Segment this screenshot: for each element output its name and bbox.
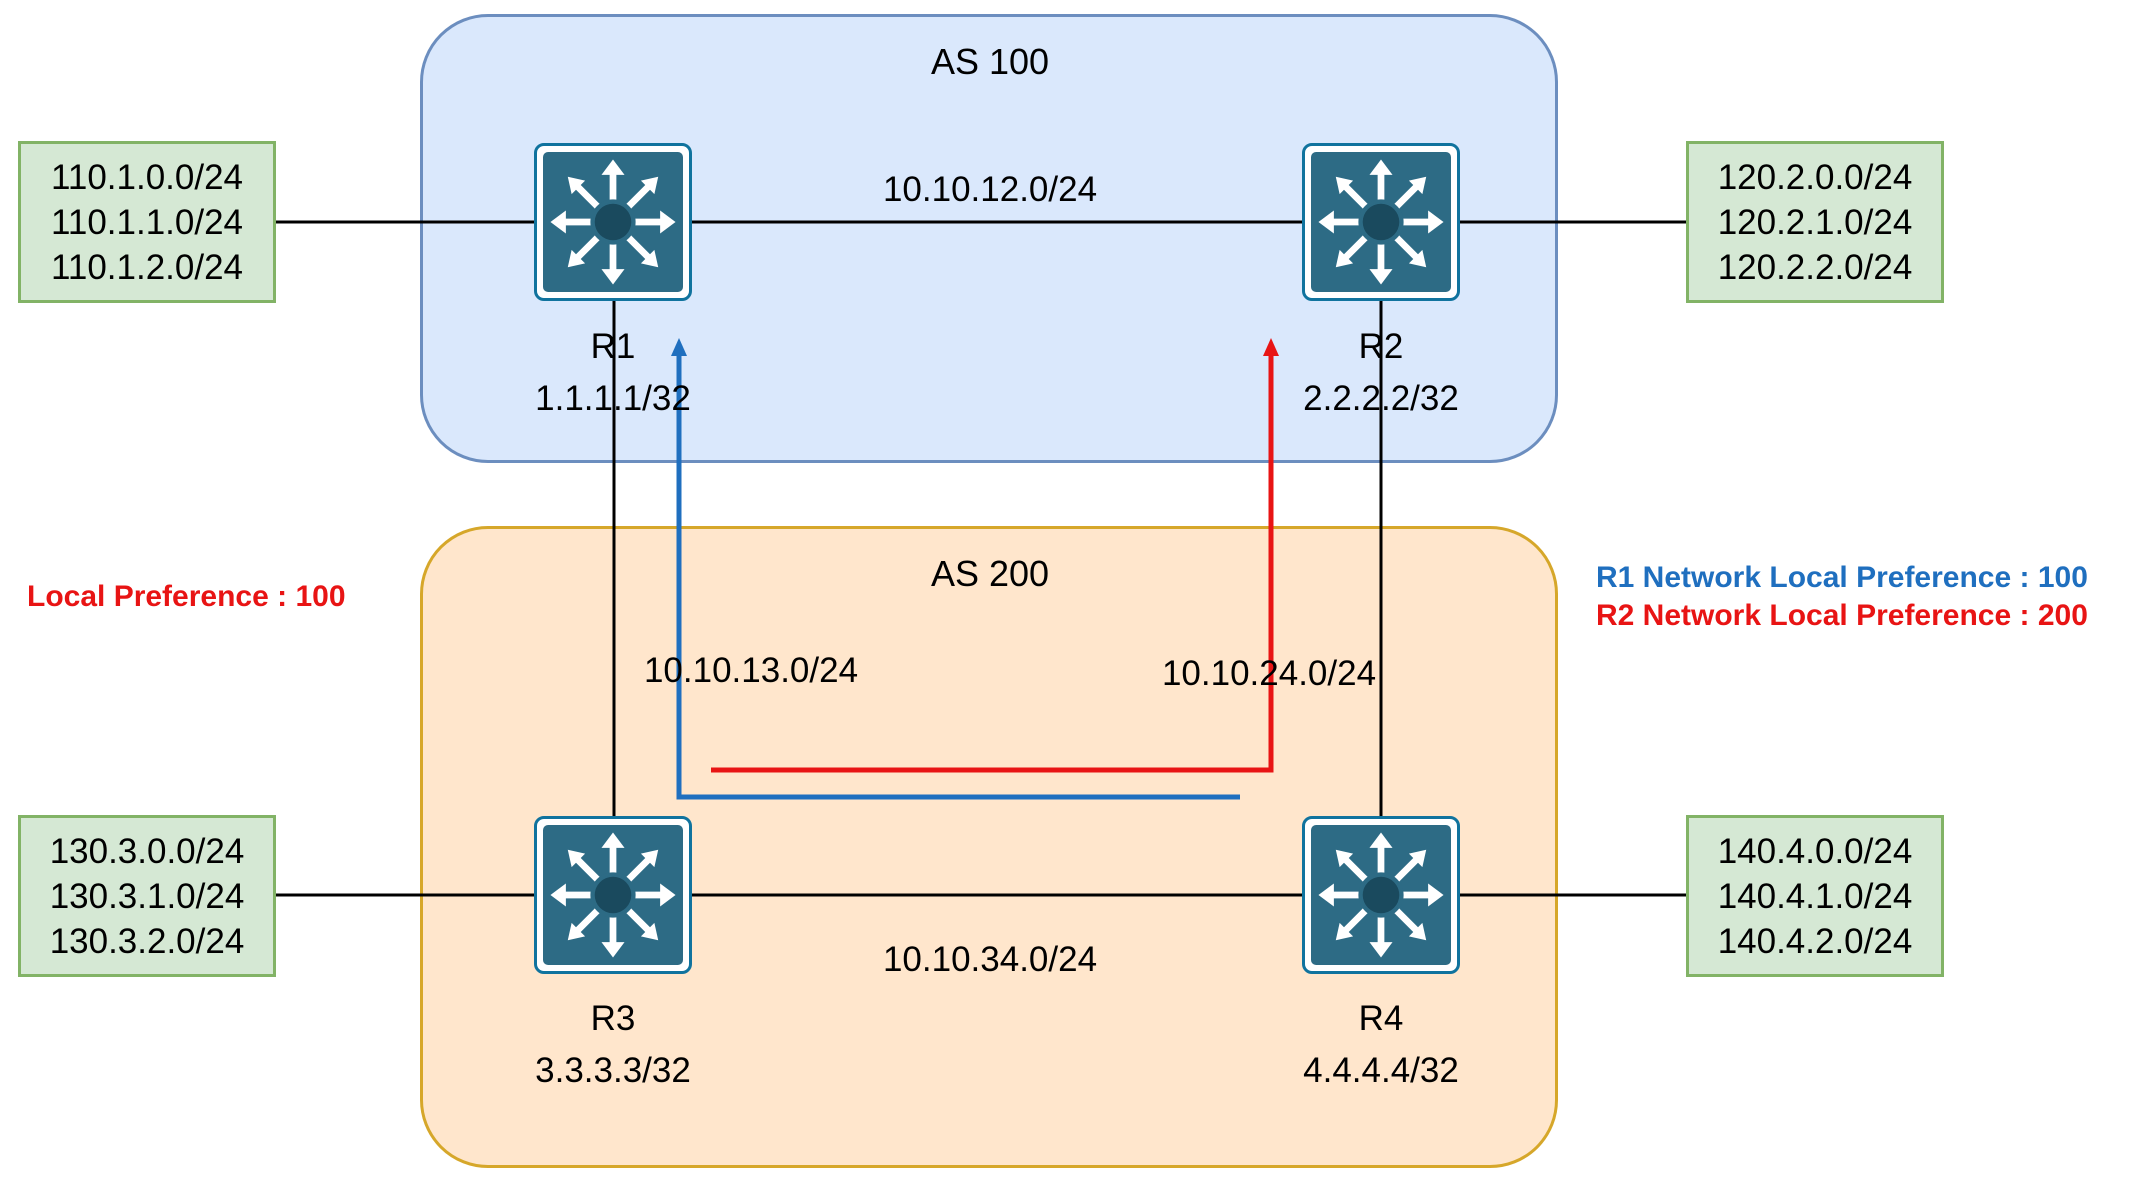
router-icon bbox=[1318, 832, 1444, 958]
link-label-r2-r4: 10.10.24.0/24 bbox=[1161, 654, 1377, 693]
network-prefix: 110.1.0.0/24 bbox=[50, 157, 244, 197]
r2-loopback: 2.2.2.2/32 bbox=[1303, 379, 1459, 418]
red-path-arrow bbox=[711, 354, 1274, 773]
router-r4-icon[interactable] bbox=[1302, 816, 1460, 974]
r3-name: R3 bbox=[590, 999, 636, 1038]
link-label-r3-r4: 10.10.34.0/24 bbox=[882, 940, 1098, 979]
link-label-r1-r2: 10.10.12.0/24 bbox=[882, 170, 1098, 209]
network-prefix: 130.3.0.0/24 bbox=[49, 831, 245, 871]
blue-path-arrow bbox=[676, 354, 1240, 800]
r4-name: R4 bbox=[1358, 999, 1404, 1038]
network-prefix: 130.3.2.0/24 bbox=[49, 921, 245, 961]
red-arrowhead bbox=[1263, 338, 1279, 356]
router-icon bbox=[550, 832, 676, 958]
router-r2-icon[interactable] bbox=[1302, 143, 1460, 301]
network-prefix: 140.4.1.0/24 bbox=[1717, 876, 1913, 916]
note-r2-local-preference: R2 Network Local Preference : 200 bbox=[1596, 599, 2088, 632]
network-prefix: 130.3.1.0/24 bbox=[49, 876, 245, 916]
network-box-r3: 130.3.0.0/24 130.3.1.0/24 130.3.2.0/24 bbox=[18, 815, 276, 977]
network-prefix: 140.4.2.0/24 bbox=[1717, 921, 1913, 961]
note-local-preference: Local Preference : 100 bbox=[27, 580, 346, 613]
network-prefix: 120.2.1.0/24 bbox=[1717, 202, 1913, 242]
blue-arrowhead bbox=[671, 338, 687, 356]
network-prefix: 120.2.2.0/24 bbox=[1717, 247, 1913, 287]
r3-loopback: 3.3.3.3/32 bbox=[535, 1051, 691, 1090]
network-box-r4: 140.4.0.0/24 140.4.1.0/24 140.4.2.0/24 bbox=[1686, 815, 1944, 977]
router-r3-icon[interactable] bbox=[534, 816, 692, 974]
network-prefix: 110.1.2.0/24 bbox=[50, 247, 244, 287]
network-prefix: 120.2.0.0/24 bbox=[1717, 157, 1913, 197]
note-r1-local-preference: R1 Network Local Preference : 100 bbox=[1596, 561, 2088, 594]
r1-loopback: 1.1.1.1/32 bbox=[535, 379, 691, 418]
as200-title: AS 200 bbox=[930, 553, 1050, 594]
network-prefix: 110.1.1.0/24 bbox=[50, 202, 244, 242]
as100-title: AS 100 bbox=[930, 41, 1050, 82]
network-prefix: 140.4.0.0/24 bbox=[1717, 831, 1913, 871]
router-icon bbox=[550, 159, 676, 285]
network-box-r1: 110.1.0.0/24 110.1.1.0/24 110.1.2.0/24 bbox=[18, 141, 276, 303]
router-r1-icon[interactable] bbox=[534, 143, 692, 301]
router-icon bbox=[1318, 159, 1444, 285]
link-label-r1-r3: 10.10.13.0/24 bbox=[643, 651, 859, 690]
r4-loopback: 4.4.4.4/32 bbox=[1303, 1051, 1459, 1090]
network-box-r2: 120.2.0.0/24 120.2.1.0/24 120.2.2.0/24 bbox=[1686, 141, 1944, 303]
r1-name: R1 bbox=[590, 327, 636, 366]
r2-name: R2 bbox=[1358, 327, 1404, 366]
